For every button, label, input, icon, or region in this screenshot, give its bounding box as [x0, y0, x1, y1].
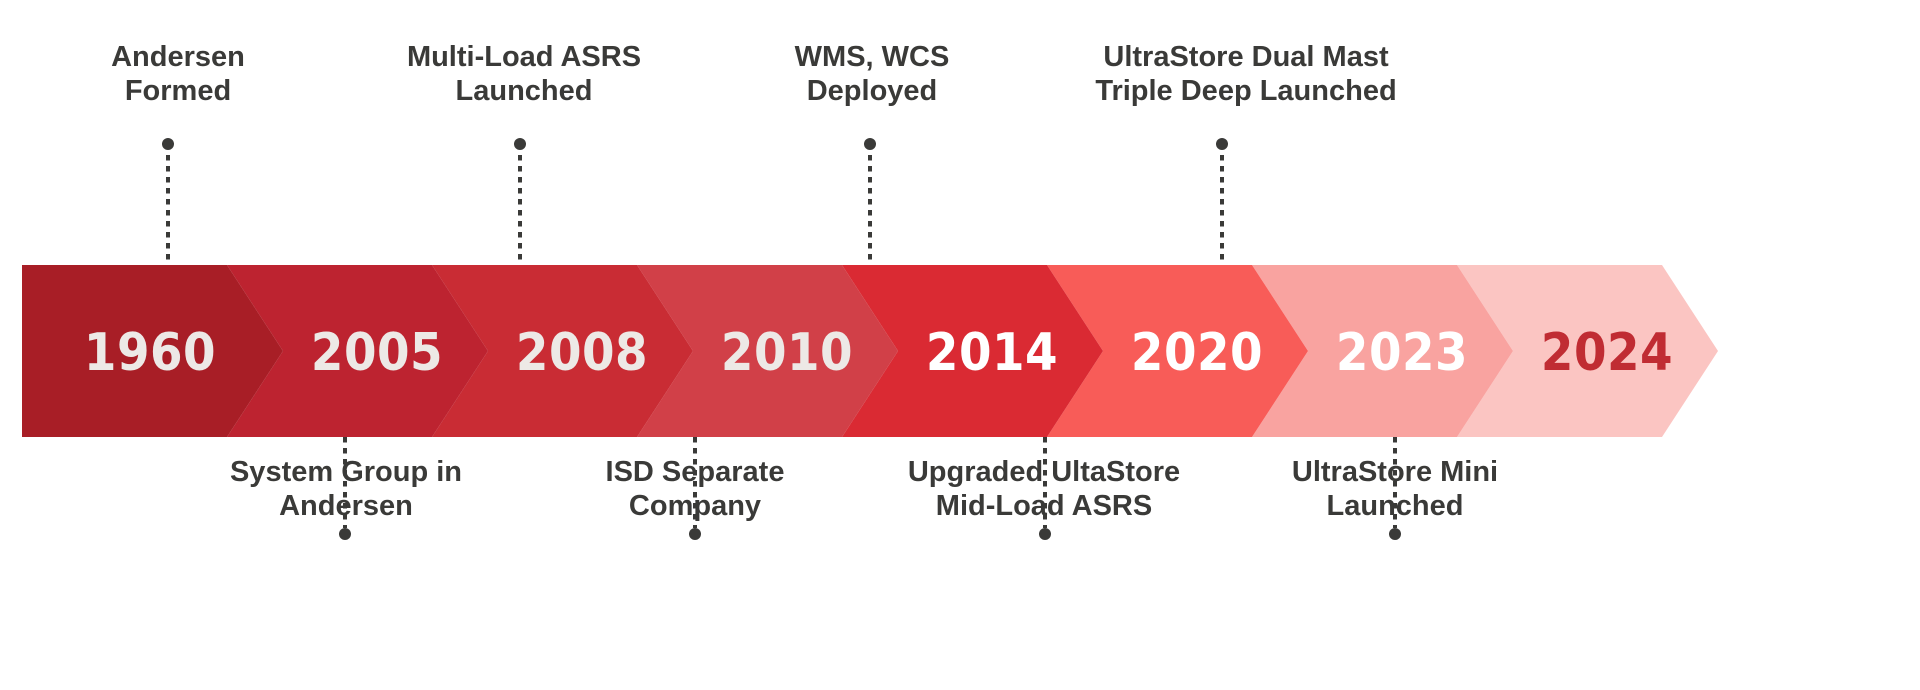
connector-dot-2008 [514, 138, 526, 150]
connector-dot-2024 [1389, 528, 1401, 540]
timeline-segment-2005 [227, 265, 488, 437]
timeline-segment-2023 [1252, 265, 1513, 437]
connector-line-2014 [868, 144, 872, 265]
timeline-year-2005: 2005 [311, 323, 443, 383]
connector-2008 [514, 138, 526, 265]
timeline-segment-2020 [1047, 265, 1308, 437]
connector-dot-2023 [1216, 138, 1228, 150]
timeline-segment-2008 [432, 265, 693, 437]
milestone-label-2014: WMS, WCS Deployed [794, 41, 950, 108]
connector-line-2024 [1393, 437, 1397, 528]
connector-line-2020 [1043, 437, 1047, 528]
timeline-arrow-svg: 2024 2023 2020 2014 2010 2008 2005 1960 [22, 265, 1718, 437]
connector-line-2010 [693, 437, 697, 528]
connector-2020 [1039, 437, 1051, 540]
milestone-label-2008: Multi-Load ASRS Launched [406, 41, 642, 108]
timeline-year-2008: 2008 [516, 323, 648, 383]
timeline-year-2020: 2020 [1131, 323, 1263, 383]
milestone-label-2023: UltraStore Dual Mast Triple Deep Launche… [1095, 41, 1397, 108]
connector-2005 [339, 437, 351, 540]
connector-dot-2020 [1039, 528, 1051, 540]
timeline-year-2023: 2023 [1336, 323, 1468, 383]
timeline-segment-2010 [637, 265, 898, 437]
connector-dot-2014 [864, 138, 876, 150]
connector-2024 [1389, 437, 1401, 540]
milestone-label-2010: ISD Separate Company [605, 456, 785, 523]
milestone-label-2020: Upgraded UltaStore Mid-Load ASRS [907, 456, 1181, 523]
timeline-year-1960: 1960 [84, 323, 216, 383]
connector-dot-2005 [339, 528, 351, 540]
connector-line-2008 [518, 144, 522, 265]
milestone-label-2024: UltraStore Mini Launched [1291, 456, 1499, 523]
connector-line-1960 [166, 144, 170, 265]
timeline-segment-2024 [1457, 265, 1718, 437]
timeline-year-2024: 2024 [1541, 323, 1673, 383]
connector-2014 [864, 138, 876, 265]
connector-line-2023 [1220, 144, 1224, 265]
timeline-segment-1960 [22, 265, 283, 437]
connector-dot-2010 [689, 528, 701, 540]
connector-dot-1960 [162, 138, 174, 150]
connector-2010 [689, 437, 701, 540]
milestone-label-2005: System Group in Andersen [229, 456, 463, 523]
timeline-segment-2014 [842, 265, 1103, 437]
timeline-year-2014: 2014 [926, 323, 1058, 383]
connector-2023 [1216, 138, 1228, 265]
connector-line-2005 [343, 437, 347, 528]
timeline-year-2010: 2010 [721, 323, 853, 383]
connector-1960 [162, 138, 174, 265]
milestone-label-1960: Andersen Formed [111, 41, 245, 108]
timeline-arrow-band: 2024 2023 2020 2014 2010 2008 2005 1960 [22, 265, 1870, 437]
